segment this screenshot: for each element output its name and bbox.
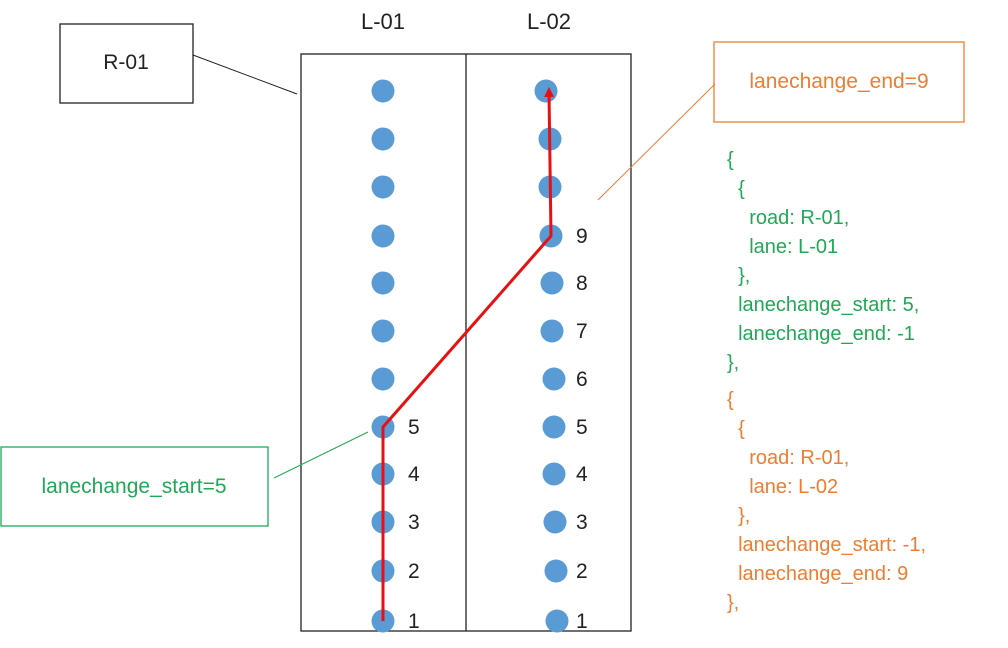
lane-l01-point-number: 2 (408, 560, 420, 583)
lane-change-path (381, 87, 555, 621)
lane-l02-point-number: 1 (576, 610, 588, 633)
lane-l02-point-number: 6 (576, 368, 588, 391)
lane-l02-point (540, 319, 564, 343)
lane-l02-point (540, 271, 564, 295)
lane-label-l01: L-01 (361, 9, 405, 34)
lanechange-start-label: lanechange_start=5 (41, 475, 226, 498)
lane-l01-point (371, 271, 395, 295)
code-line: }, (727, 265, 750, 287)
lane-l01-point-number: 1 (408, 610, 420, 633)
code-line: { (727, 178, 745, 200)
lane-l02-point-numbers: 1 2 3 4 5 6 7 8 9 (576, 225, 588, 633)
code-line: { (727, 418, 745, 440)
lane-l02-point-number: 5 (576, 416, 588, 439)
lanechange-start-callout-line (273, 431, 369, 479)
code-line: lane: L-01 (727, 236, 838, 258)
road-label-box (59, 23, 194, 104)
code-line: { (727, 149, 734, 171)
lanechange-end-callout-line (597, 83, 716, 201)
lane-l02-point (544, 559, 568, 583)
lane-l02-point (543, 510, 567, 534)
lane-l01-point (371, 319, 395, 343)
lane-l02-point-number: 7 (576, 320, 588, 343)
lanechange-start-box (0, 446, 269, 527)
lane-l01-point-number: 5 (408, 416, 420, 439)
lane-l02-point-number: 8 (576, 272, 588, 295)
code-line: lanechange_start: -1, (727, 534, 926, 556)
lane-l01-point (371, 175, 395, 199)
lane-l01-point (371, 127, 395, 151)
code-line: road: R-01, (727, 207, 849, 229)
code-block-l02: { { road: R-01, lane: L-02 }, lanechange… (727, 389, 926, 614)
code-line: lane: L-02 (727, 476, 838, 498)
code-line: lanechange_end: 9 (727, 563, 908, 585)
lane-l01-point-numbers: 1 2 3 4 5 (408, 416, 420, 633)
road-label: R-01 (103, 51, 149, 74)
lanechange-end-label: lanechange_end=9 (749, 70, 928, 93)
code-line: lanechange_end: -1 (727, 323, 915, 345)
code-line: lanechange_start: 5, (727, 294, 919, 316)
lane-l02-point (542, 367, 566, 391)
lane-l02-point (545, 609, 569, 633)
lane-l02-points (534, 79, 569, 633)
code-line: { (727, 389, 734, 411)
code-line: }, (727, 352, 739, 374)
code-block-l01: { { road: R-01, lane: L-01 }, lanechange… (727, 149, 919, 374)
lane-l01-point (371, 367, 395, 391)
lane-l02-point-number: 4 (576, 463, 588, 486)
code-line: }, (727, 592, 739, 614)
lane-l02-point-number: 3 (576, 511, 588, 534)
lane-l02-point (542, 462, 566, 486)
code-line: road: R-01, (727, 447, 849, 469)
lane-l01-point-number: 4 (408, 463, 420, 486)
lane-l01-point-number: 3 (408, 511, 420, 534)
lanechange-end-box (713, 41, 965, 123)
lane-l02-point (542, 415, 566, 439)
lane-l02-point (534, 79, 558, 103)
lane-label-l02: L-02 (527, 9, 571, 34)
lane-l01-point (371, 79, 395, 103)
lane-l02-point-number: 2 (576, 560, 588, 583)
lane-l02-point-number: 9 (576, 225, 588, 248)
code-line: }, (727, 505, 750, 527)
road-callout-line (192, 54, 298, 95)
lane-l01-point (371, 224, 395, 248)
